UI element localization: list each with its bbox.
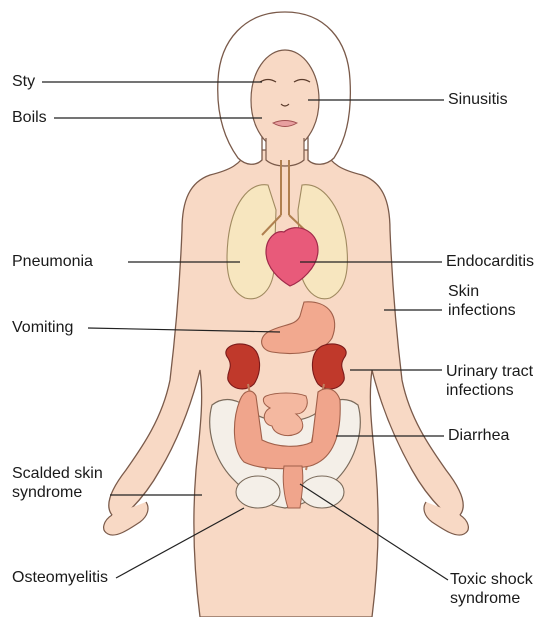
label-pneumonia: Pneumonia <box>12 252 93 271</box>
label-sty: Sty <box>12 72 35 91</box>
label-scalded-skin-syndrome: Scalded skin syndrome <box>12 464 103 502</box>
label-skin-line2: infections <box>448 301 516 320</box>
kidney-left <box>312 344 346 389</box>
label-toxic-line2: syndrome <box>450 589 533 608</box>
label-skin-line1: Skin <box>448 282 516 301</box>
label-diarrhea: Diarrhea <box>448 426 509 445</box>
label-skin-infections: Skin infections <box>448 282 516 320</box>
body-silhouette <box>109 150 463 617</box>
label-uti-line1: Urinary tract <box>446 362 533 381</box>
label-boils: Boils <box>12 108 47 127</box>
label-sinusitis: Sinusitis <box>448 90 508 109</box>
rectum <box>283 466 303 508</box>
hip-bone-left <box>300 476 344 508</box>
kidney-right <box>226 344 260 389</box>
label-toxic-line1: Toxic shock <box>450 570 533 589</box>
label-scalded-line2: syndrome <box>12 483 103 502</box>
label-toxic-shock-syndrome: Toxic shock syndrome <box>450 570 533 608</box>
label-urinary-tract-infections: Urinary tract infections <box>446 362 533 400</box>
label-osteomyelitis: Osteomyelitis <box>12 568 108 587</box>
label-uti-line2: infections <box>446 381 533 400</box>
label-vomiting: Vomiting <box>12 318 73 337</box>
label-scalded-line1: Scalded skin <box>12 464 103 483</box>
hip-bone-right <box>236 476 280 508</box>
neck <box>266 138 304 166</box>
label-endocarditis: Endocarditis <box>446 252 534 271</box>
